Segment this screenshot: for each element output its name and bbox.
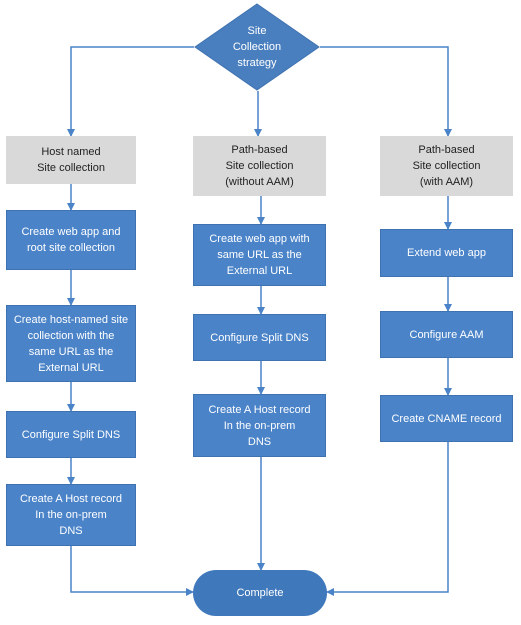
step-configure-split-dns-path-based: Configure Split DNS [193,314,326,361]
column-header-path-based-with-aam: Path-based Site collection (with AAM) [380,136,513,196]
decision-site-collection-strategy: Site Collection strategy [194,3,320,91]
decision-diamond-shape [194,3,320,91]
step-extend-web-app: Extend web app [380,229,513,277]
connector-decision-to-path-with-aam [320,46,452,137]
step-create-host-named-site-collection: Create host-named site collection with t… [6,305,136,382]
column-header-path-based-without-aam: Path-based Site collection (without AAM) [193,136,326,196]
connector-col3-step3-to-complete [326,442,449,596]
column-header-host-named: Host named Site collection [6,136,136,184]
step-create-web-app-same-url: Create web app with same URL as the Exte… [193,224,326,286]
decision-label: Site Collection strategy [232,25,282,69]
step-create-cname-record: Create CNAME record [380,395,513,442]
connector-col1-step4-to-complete [70,546,194,596]
step-configure-split-dns-host-named: Configure Split DNS [6,411,136,458]
connector-decision-to-host-named [67,46,194,137]
step-create-web-app-root-site: Create web app and root site collection [6,210,136,270]
step-create-a-host-record-path-based: Create A Host record In the on-prem DNS [193,394,326,457]
step-configure-aam: Configure AAM [380,311,513,358]
terminal-complete: Complete [193,570,327,616]
step-create-a-host-record-host-named: Create A Host record In the on-prem DNS [6,484,136,546]
